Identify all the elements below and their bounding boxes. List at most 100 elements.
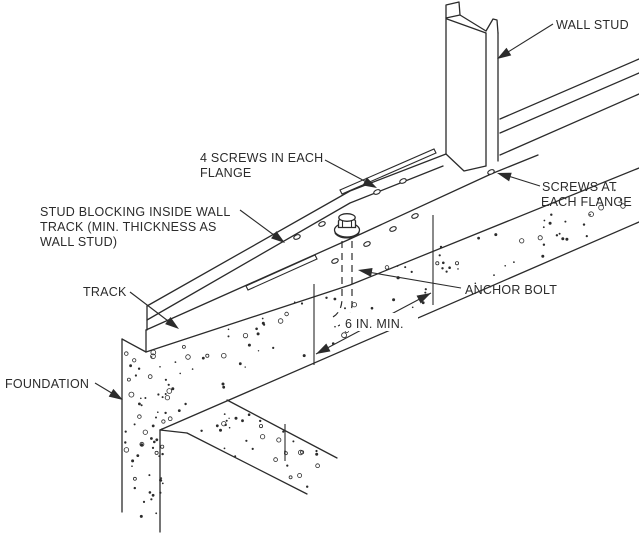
stipple-dot xyxy=(234,455,237,458)
svg-text:SCREWS AT: SCREWS AT xyxy=(542,180,617,194)
stipple-dot xyxy=(148,474,151,477)
arrowhead-icon xyxy=(108,388,123,400)
stipple-dot xyxy=(261,317,264,320)
stipple-dot xyxy=(123,447,130,453)
stipple-dot xyxy=(142,429,148,435)
stipple-dot xyxy=(421,301,425,305)
stipple-dot xyxy=(424,288,427,291)
svg-text:ANCHOR BOLT: ANCHOR BOLT xyxy=(465,283,557,297)
stipple-dot xyxy=(151,493,155,497)
stipple-dot xyxy=(155,512,158,515)
label-stud-blocking: STUD BLOCKING INSIDE WALL TRACK (MIN. TH… xyxy=(40,205,285,249)
stipple-dot xyxy=(222,385,226,389)
stipple-dot xyxy=(221,353,227,359)
stipple-dot xyxy=(272,346,275,349)
stipple-dot xyxy=(306,485,309,488)
stipple-dot xyxy=(542,226,545,229)
stipple-dot xyxy=(164,411,167,415)
stipple-dot xyxy=(613,189,616,192)
screw-icon xyxy=(293,234,301,240)
stipple-dot xyxy=(161,428,163,430)
stipple-dot xyxy=(542,243,546,246)
stipple-dot xyxy=(140,443,144,447)
stipple-dot xyxy=(200,429,203,432)
stipple-dot xyxy=(219,428,222,432)
stipple-dot xyxy=(124,351,129,356)
stipple-dot xyxy=(288,475,293,480)
stipple-dot xyxy=(164,395,170,401)
stipple-dot xyxy=(555,234,559,237)
stipple-dot xyxy=(151,446,155,449)
stipple-dot xyxy=(442,261,445,265)
stipple-dot xyxy=(273,457,278,462)
screw-icon xyxy=(331,258,339,264)
stipple-dot xyxy=(160,479,163,482)
stipple-dot xyxy=(155,416,157,419)
stipple-dot xyxy=(282,430,285,433)
stipple-dot xyxy=(140,397,142,400)
stipple-dot xyxy=(126,377,131,382)
stipple-dot xyxy=(128,391,135,398)
stipple-dot xyxy=(541,254,545,258)
stipple-dot xyxy=(150,498,153,501)
stipple-dot xyxy=(247,413,251,417)
stipple-dot xyxy=(457,268,459,270)
stipple-dot xyxy=(225,419,228,422)
stipple-dot xyxy=(150,353,156,360)
dimension-label: 6 IN. MIN. xyxy=(345,317,404,331)
stipple-dot xyxy=(315,449,318,453)
stipple-dot xyxy=(142,500,146,503)
arrowhead-icon xyxy=(362,177,377,188)
arrowhead-icon xyxy=(165,316,179,329)
stipple-dot xyxy=(597,197,600,200)
stipple-dot xyxy=(238,362,242,366)
stipple-dot xyxy=(325,296,328,299)
stipple-dot xyxy=(438,254,441,257)
blocking-strip-far xyxy=(339,148,437,195)
stipple-dot xyxy=(166,388,173,394)
screw-icon xyxy=(389,226,397,232)
stipple-dot xyxy=(205,353,210,358)
stipple-dot xyxy=(255,327,258,331)
stipple-dot xyxy=(247,343,251,347)
label-wall-stud: WALL STUD xyxy=(497,18,629,59)
stipple-dot xyxy=(159,491,162,494)
screw-icon xyxy=(318,221,326,227)
stipple-dot xyxy=(582,223,586,226)
leader-line xyxy=(361,270,462,289)
stipple-dot xyxy=(228,426,231,429)
arrowhead-icon xyxy=(497,47,512,59)
svg-text:STUD BLOCKING INSIDE WALL: STUD BLOCKING INSIDE WALL xyxy=(40,205,231,219)
stipple-dot xyxy=(223,447,226,450)
screw-icon xyxy=(363,241,371,247)
stipple-dot xyxy=(454,261,459,266)
stipple-dot xyxy=(227,328,230,331)
stipple-dot xyxy=(227,335,230,338)
stipple-dot xyxy=(565,237,569,241)
arrowhead-icon xyxy=(271,231,285,243)
stipple-dot xyxy=(561,237,565,241)
concrete-stipple-under-track xyxy=(150,189,626,422)
stipple-dot xyxy=(138,402,141,406)
stipple-dot xyxy=(392,298,396,302)
stipple-dot xyxy=(286,464,289,467)
stipple-dot xyxy=(164,378,167,381)
stipple-dot xyxy=(133,486,136,490)
stipple-dot xyxy=(131,465,133,468)
stipple-dot xyxy=(201,356,205,360)
wall-stud-shape xyxy=(445,1,499,172)
stipple-dot xyxy=(550,213,553,216)
stipple-dot xyxy=(150,437,153,440)
stipple-dot xyxy=(139,514,143,518)
stipple-dot xyxy=(132,476,137,481)
stipple-dot xyxy=(519,238,525,244)
stipple-dot xyxy=(134,374,137,377)
stipple-dot xyxy=(161,419,166,424)
stipple-dot xyxy=(177,409,181,412)
screw-markers xyxy=(293,169,495,264)
stipple-dot xyxy=(124,430,127,433)
stipple-dot xyxy=(244,366,246,368)
stipple-dot xyxy=(259,419,262,423)
stipple-dot xyxy=(223,413,226,415)
